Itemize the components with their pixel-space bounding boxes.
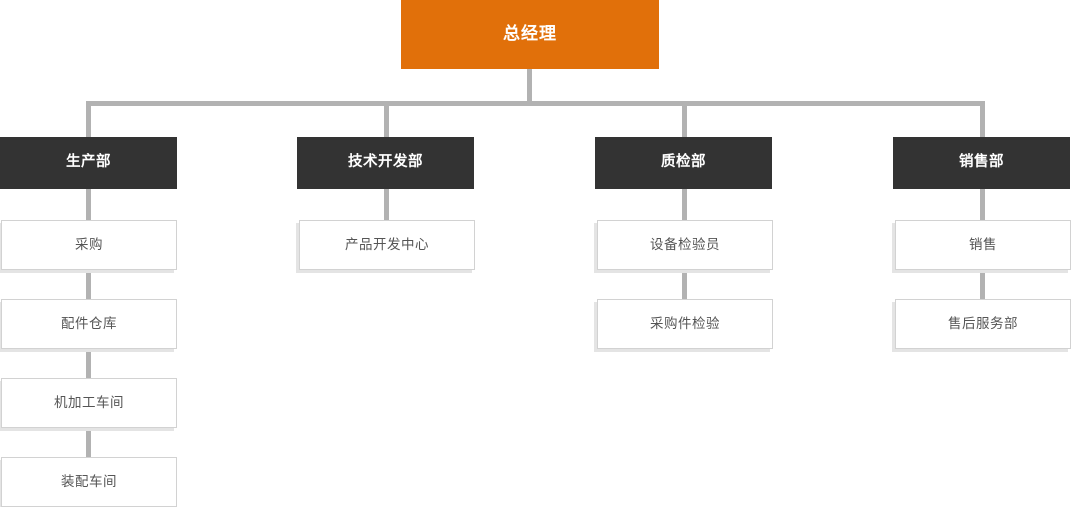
node-quality-equipment-inspector[interactable]: 设备检验员 xyxy=(597,220,773,270)
node-production-assembly-workshop[interactable]: 装配车间 xyxy=(1,457,177,507)
node-department-technical-development[interactable]: 技术开发部 xyxy=(297,137,474,189)
node-sales-after-sales-service[interactable]: 售后服务部 xyxy=(895,299,1071,349)
node-general-manager[interactable]: 总经理 xyxy=(401,0,659,69)
connector-dept1-child1 xyxy=(86,188,91,222)
connector-dept3-child2 xyxy=(682,267,687,301)
connector-bus-to-dept-2 xyxy=(384,101,389,138)
connector-root-stem xyxy=(527,69,532,105)
connector-bus-to-dept-4 xyxy=(980,101,985,138)
node-department-quality-inspection[interactable]: 质检部 xyxy=(595,137,772,189)
connector-dept1-child3 xyxy=(86,346,91,380)
node-department-sales[interactable]: 销售部 xyxy=(893,137,1070,189)
node-production-parts-warehouse[interactable]: 配件仓库 xyxy=(1,299,177,349)
connector-dept1-child4 xyxy=(86,425,91,459)
node-sales-sales[interactable]: 销售 xyxy=(895,220,1071,270)
connector-bus-to-dept-3 xyxy=(682,101,687,138)
connector-dept4-child2 xyxy=(980,267,985,301)
node-techdev-product-development-center[interactable]: 产品开发中心 xyxy=(299,220,475,270)
node-quality-purchased-parts-inspection[interactable]: 采购件检验 xyxy=(597,299,773,349)
connector-dept3-child1 xyxy=(682,188,687,222)
connector-horizontal-bus xyxy=(86,101,985,106)
connector-dept2-child1 xyxy=(384,188,389,222)
node-production-procurement[interactable]: 采购 xyxy=(1,220,177,270)
connector-bus-to-dept-1 xyxy=(86,101,91,138)
connector-dept4-child1 xyxy=(980,188,985,222)
connector-dept1-child2 xyxy=(86,267,91,301)
node-department-production[interactable]: 生产部 xyxy=(0,137,177,189)
node-production-machining-workshop[interactable]: 机加工车间 xyxy=(1,378,177,428)
